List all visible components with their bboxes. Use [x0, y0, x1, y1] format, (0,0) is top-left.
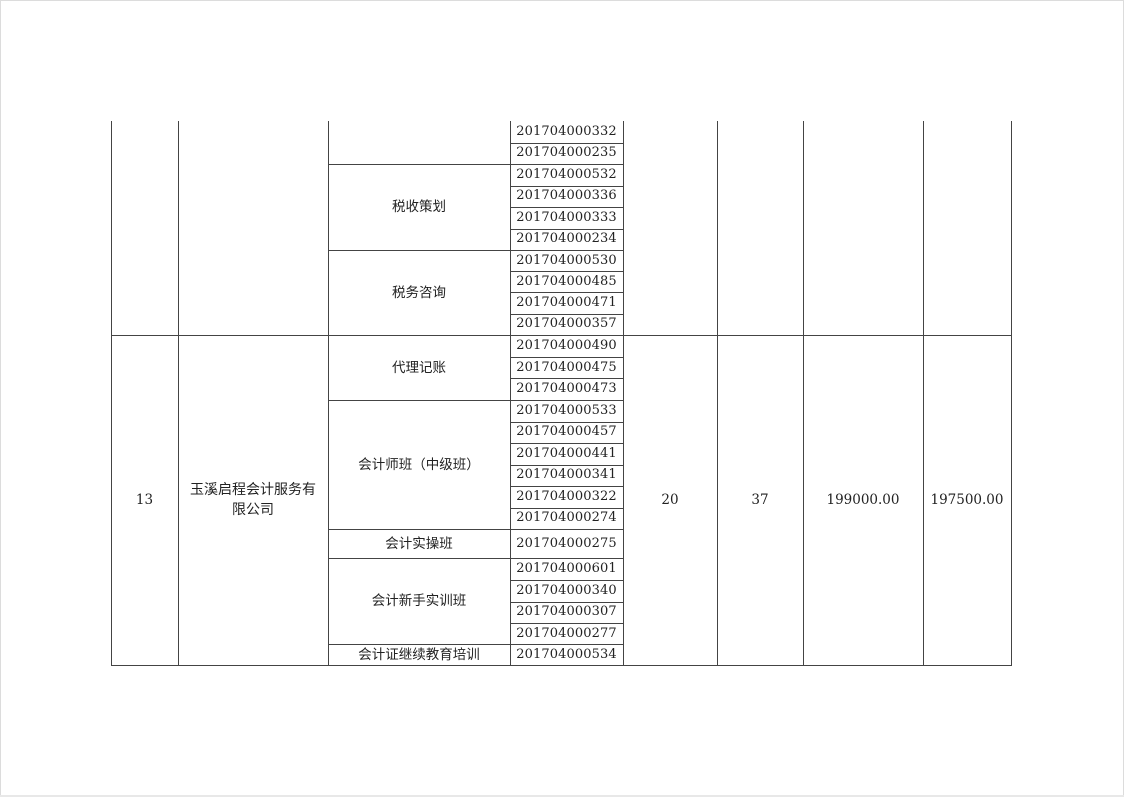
course-group-line	[328, 250, 511, 251]
code-row-line	[510, 623, 624, 624]
course-group-line	[328, 644, 511, 645]
column-line-4	[623, 121, 624, 666]
code-row-line	[510, 507, 624, 509]
code-row-line	[510, 486, 624, 487]
course-code: 201704000601	[516, 561, 617, 576]
code-row-line	[510, 644, 624, 645]
code-row-line	[510, 443, 624, 444]
column-line-1	[178, 121, 179, 666]
course-code: 201704000341	[516, 467, 617, 483]
course-name: 税收策划	[392, 199, 446, 215]
course-code: 201704000457	[516, 424, 617, 440]
course-code: 201704000234	[516, 231, 617, 247]
course-group-line	[328, 400, 511, 401]
course-group-line	[328, 164, 511, 165]
amount-value: 199000.00	[826, 492, 900, 508]
course-group-line	[328, 558, 511, 559]
course-name	[328, 121, 510, 164]
code-row-line	[510, 464, 624, 466]
code-row-line	[510, 313, 624, 315]
code-row-line	[510, 142, 624, 144]
column-line-2	[328, 121, 329, 666]
row-index: 13	[135, 492, 154, 508]
course-code: 201704000530	[516, 252, 617, 268]
code-row-line	[510, 665, 624, 666]
course-group-line	[328, 335, 511, 336]
company-name: 玉溪启程会计服务有限公司	[190, 482, 316, 518]
course-code: 201704000473	[516, 381, 617, 396]
course-group-line	[328, 529, 511, 530]
course-code: 201704000275	[516, 535, 617, 551]
course-code: 201704000534	[516, 646, 617, 662]
code-row-line	[510, 378, 624, 379]
code-row-line	[510, 400, 624, 401]
count-value: 37	[751, 492, 769, 508]
course-name: 会计实操班	[385, 535, 453, 552]
amount-value: 197500.00	[930, 492, 1004, 508]
code-row-line	[510, 164, 624, 165]
column-line-6	[803, 121, 804, 666]
code-row-line	[510, 271, 624, 272]
course-name: 税务咨询	[392, 284, 446, 301]
course-code: 201704000490	[516, 338, 617, 353]
column-line-0	[111, 121, 112, 666]
column-line-7	[923, 121, 924, 666]
course-name: 会计师班（中级班）	[358, 456, 480, 473]
course-code: 201704000485	[516, 273, 617, 289]
code-row-line	[510, 529, 624, 530]
code-row-line	[510, 207, 624, 208]
course-name: 会计证继续教育培训	[358, 646, 480, 663]
column-line-8	[1011, 121, 1012, 666]
course-code: 201704000322	[516, 488, 617, 504]
course-code: 201704000274	[516, 510, 617, 526]
code-row-line	[510, 292, 624, 293]
course-code: 201704000533	[516, 402, 617, 418]
column-line-3	[510, 121, 511, 666]
course-code: 201704000235	[516, 145, 617, 161]
course-code: 201704000471	[516, 294, 617, 310]
code-row-line	[510, 250, 624, 251]
count-value: 20	[661, 492, 679, 508]
code-row-line	[510, 601, 624, 603]
course-code: 201704000307	[516, 604, 617, 620]
course-code: 201704000441	[516, 445, 617, 461]
course-name: 代理记账	[392, 359, 446, 376]
course-code: 201704000475	[516, 359, 617, 375]
course-code: 201704000532	[516, 166, 617, 182]
column-line-5	[717, 121, 718, 666]
course-code: 201704000333	[516, 209, 617, 225]
code-row-line	[510, 335, 624, 336]
code-row-line	[510, 558, 624, 559]
course-code: 201704000357	[516, 316, 617, 332]
code-row-line	[510, 185, 624, 187]
course-code: 201704000332	[516, 123, 617, 139]
code-row-line	[510, 421, 624, 423]
code-row-line	[510, 228, 624, 230]
code-row-line	[510, 580, 624, 581]
course-name: 会计新手实训班	[371, 593, 467, 609]
course-code: 201704000340	[516, 582, 617, 598]
page-bottom-edge	[0, 795, 1124, 797]
course-group-line	[328, 665, 511, 666]
code-row-line	[510, 357, 624, 358]
course-code: 201704000277	[516, 625, 617, 641]
course-code: 201704000336	[516, 188, 617, 204]
